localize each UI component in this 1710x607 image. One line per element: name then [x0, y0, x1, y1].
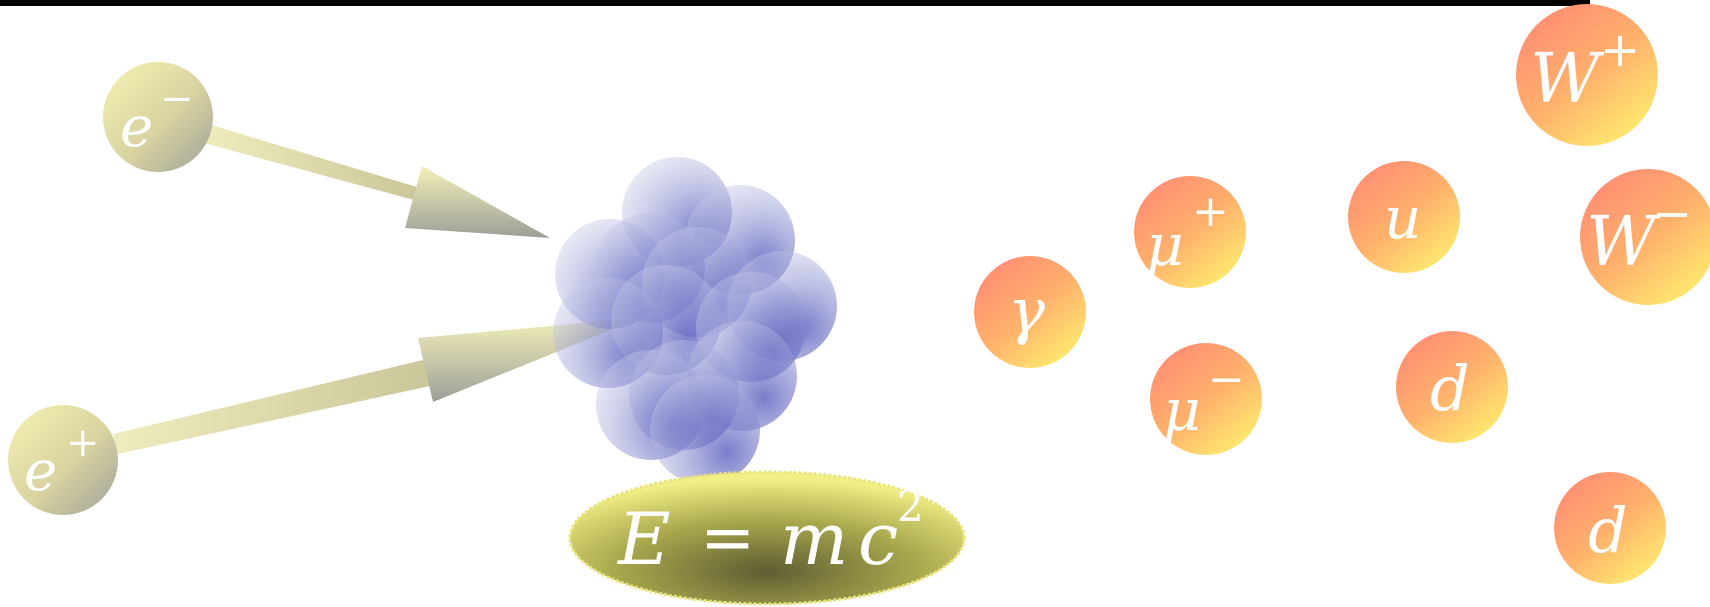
up-quark-particle: u [1348, 161, 1460, 273]
electron-arrow [204, 124, 550, 238]
positron-symbol: e [24, 439, 57, 504]
electron-charge: − [160, 76, 194, 122]
down-quark-symbol: d [1430, 352, 1470, 425]
equation-e: E [616, 497, 671, 581]
top-black-band [0, 0, 1590, 6]
mu-minus-symbol: μ [1163, 376, 1201, 444]
electron-symbol: e [120, 95, 153, 160]
energy-blob [553, 157, 837, 485]
mu-minus-charge: − [1208, 354, 1245, 405]
equation-m: m [780, 497, 848, 581]
w-plus-particle: W + [1516, 4, 1658, 146]
photon-symbol: γ [1008, 274, 1046, 347]
positron-charge: + [66, 420, 100, 466]
down-quark-particle: d [1396, 331, 1508, 443]
energy-equation-oval: E = m c 2 [568, 470, 966, 606]
equation-exponent: 2 [897, 482, 924, 531]
photon-particle: γ [974, 256, 1086, 368]
mu-plus-charge: + [1192, 186, 1229, 237]
w-minus-particle: W − [1580, 169, 1710, 305]
equation-c: c [858, 497, 898, 581]
w-plus-symbol: W [1530, 40, 1605, 119]
w-minus-symbol: W [1586, 203, 1661, 282]
down-quark-particle: d [1554, 472, 1666, 584]
mu-plus-particle: μ + [1134, 176, 1246, 288]
down-quark-symbol: d [1588, 494, 1628, 567]
electron-particle: e − [103, 62, 213, 172]
w-minus-charge: − [1652, 186, 1692, 242]
equation-equals: = [700, 499, 755, 576]
mu-plus-symbol: μ [1146, 211, 1184, 279]
positron-particle: e + [8, 405, 118, 515]
energy-blob-bubble [650, 375, 760, 485]
up-quark-symbol: u [1384, 184, 1421, 252]
mu-minus-particle: μ − [1150, 343, 1262, 455]
w-plus-charge: + [1600, 22, 1640, 78]
